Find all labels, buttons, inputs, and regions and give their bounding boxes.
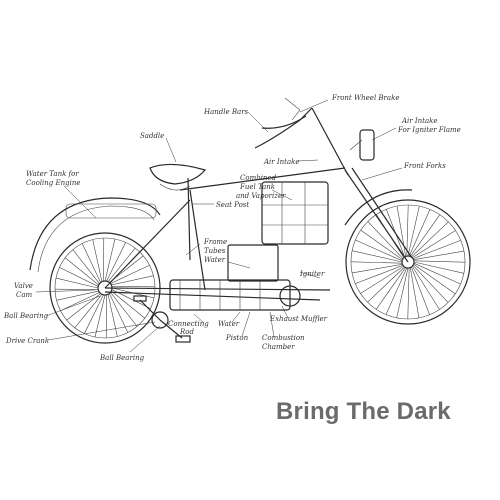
label-saddle: Saddle xyxy=(140,132,164,140)
wheel-spoke xyxy=(375,267,406,310)
label-exhaust-muffler: Exhaust Muffler xyxy=(269,315,328,323)
wheel-spoke xyxy=(60,292,100,312)
saddle xyxy=(149,163,207,185)
leader-lines xyxy=(35,99,403,353)
wheel-spoke xyxy=(413,264,456,295)
wheel-spoke xyxy=(352,264,403,274)
wheel-spoke xyxy=(110,292,138,327)
label-seat-post: Seat Post xyxy=(216,201,249,209)
wheel-spoke xyxy=(111,275,154,286)
page-title: Bring The Dark xyxy=(276,398,451,425)
wheel-spoke xyxy=(92,239,103,282)
wheel-spoke xyxy=(111,290,146,319)
label-connecting-rod: Connecting xyxy=(168,320,209,328)
label-combined-fuel-2: Fuel Tank xyxy=(239,183,275,191)
wheel-spoke xyxy=(407,206,420,257)
front-wheel xyxy=(345,199,471,325)
wheel-spoke xyxy=(406,204,409,257)
label-air-intake-igniter-2: For Igniter Flame xyxy=(397,126,461,134)
wheel-spoke xyxy=(410,267,420,318)
wheel-spoke xyxy=(355,265,404,284)
label-water-lower: Water xyxy=(218,320,240,328)
wheel-spoke xyxy=(72,249,100,284)
wheel-spoke xyxy=(411,266,430,315)
label-drive-crank: Drive Crank xyxy=(5,337,49,345)
wheel-spoke xyxy=(408,209,431,257)
wheel-spoke xyxy=(350,261,403,264)
label-front-forks: Front Forks xyxy=(403,162,446,170)
wheel-spoke xyxy=(81,243,101,283)
wheel-spoke xyxy=(109,293,129,333)
wheel-spoke xyxy=(413,262,461,285)
label-combustion-chamber: Combustion xyxy=(262,334,305,342)
wheel-spoke xyxy=(104,238,116,282)
label-combined-fuel-3: and Vaporizer xyxy=(236,192,286,200)
wheel-spoke xyxy=(360,229,403,260)
wheel-spoke xyxy=(106,242,126,282)
wheel-spoke xyxy=(367,221,404,259)
wheel-spoke xyxy=(84,294,104,334)
label-water-upper: Water xyxy=(204,256,226,264)
label-ball-bearing-bottom: Ball Bearing xyxy=(99,354,145,362)
label-front-wheel-brake: Front Wheel Brake xyxy=(331,94,399,102)
wheel-spoke xyxy=(107,294,118,337)
wheel-spoke xyxy=(355,239,403,262)
label-air-intake: Air Intake xyxy=(263,158,300,166)
wheel-spoke xyxy=(411,221,449,258)
label-handle-bars: Handle Bars xyxy=(203,108,249,116)
label-frame-tubes-2: Tubes xyxy=(204,247,226,255)
wheel-spoke xyxy=(396,206,406,257)
label-water-tank-2: Cooling Engine xyxy=(26,179,80,187)
wheel-spoke xyxy=(413,250,464,260)
label-ball-bearing-left: Ball Bearing xyxy=(3,312,49,320)
label-combustion-chamber-2: Chamber xyxy=(262,343,295,351)
label-piston: Piston xyxy=(225,334,249,342)
wheel-spoke xyxy=(94,294,106,338)
label-water-tank: Water Tank for xyxy=(26,170,79,178)
wheel-spoke xyxy=(412,265,449,303)
label-air-intake-igniter: Air Intake xyxy=(401,117,438,125)
wheel-spoke xyxy=(367,266,405,303)
wheel-spoke xyxy=(413,261,464,274)
label-valve-cam: Valve xyxy=(14,282,33,290)
wheel-spoke xyxy=(385,267,408,315)
label-combined-fuel: Combined xyxy=(240,174,277,182)
wheel-spoke xyxy=(110,264,150,284)
front-mudguard xyxy=(344,189,413,226)
rear-mudguard xyxy=(29,197,161,271)
wheel-spoke xyxy=(413,260,466,263)
wheel-spoke xyxy=(59,267,99,287)
wheel-spoke xyxy=(360,265,404,294)
wheel-spoke xyxy=(55,277,99,289)
label-igniter: Igniter xyxy=(299,270,325,278)
wheel-spoke xyxy=(412,240,461,259)
wheel-spoke xyxy=(352,250,403,263)
wheel-spoke xyxy=(407,267,410,320)
wheel-spoke xyxy=(107,247,136,282)
wheel-spoke xyxy=(64,257,99,286)
label-valve-cam-2: Cam xyxy=(16,291,33,299)
wheel-spoke xyxy=(411,266,440,310)
label-frame-tubes: Frame xyxy=(203,238,227,246)
wheel-spoke xyxy=(396,267,409,318)
label-connecting-rod-2: Rod xyxy=(179,328,194,336)
wheel-spoke xyxy=(410,214,441,257)
wheel-spoke xyxy=(412,230,456,259)
wheel-spoke xyxy=(74,294,103,329)
wheel-spoke xyxy=(56,290,99,301)
